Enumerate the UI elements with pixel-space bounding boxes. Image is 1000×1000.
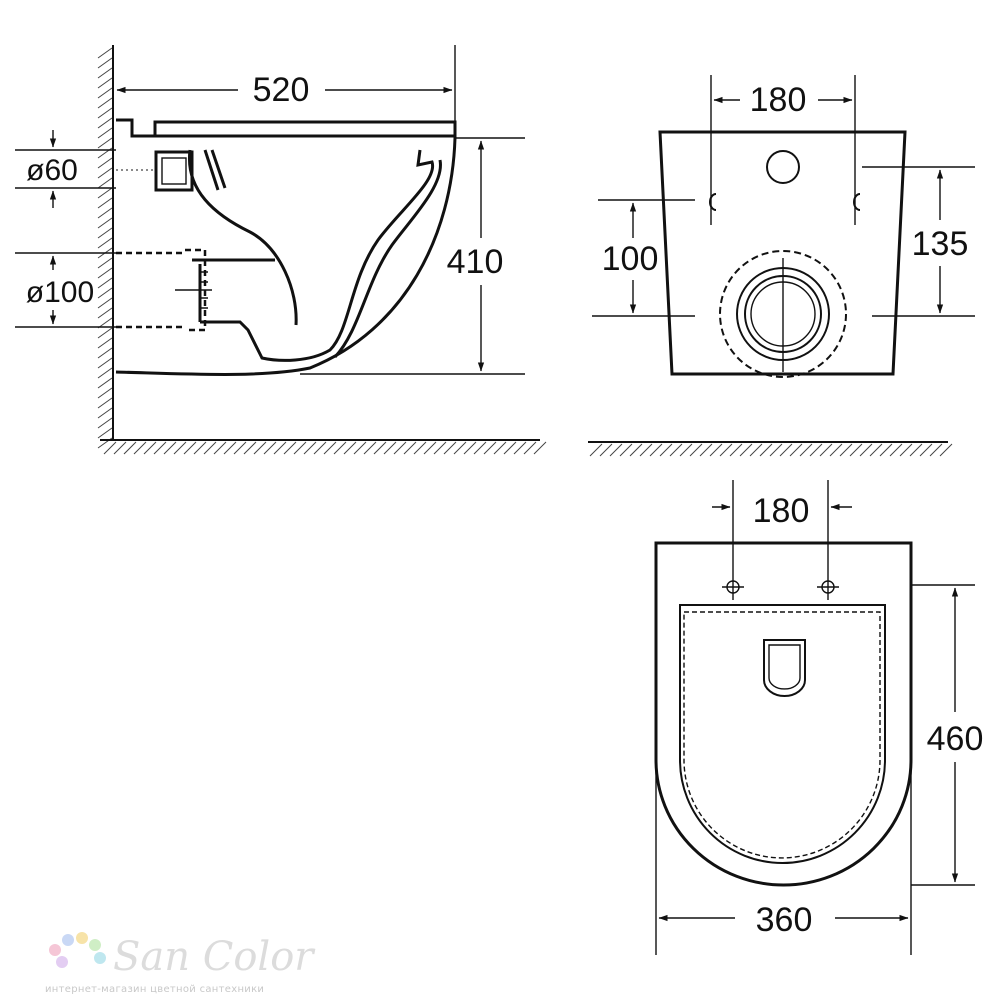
top-view: 180 460 360	[654, 480, 984, 955]
dimension-inlet-60: ø60	[15, 130, 116, 208]
back-view: 180 100 135	[588, 75, 975, 457]
dimension-width-360: 360	[655, 760, 912, 955]
label-width-520: 520	[253, 71, 310, 109]
toilet-top-profile	[654, 480, 913, 887]
watermark-brand: San Color	[113, 934, 316, 980]
floor-hatch	[588, 441, 953, 457]
label-inlet-height-135: 135	[912, 225, 969, 263]
dimension-outlet-100: ø100	[15, 252, 116, 328]
logo-dot	[94, 952, 106, 964]
label-depth-460: 460	[927, 720, 984, 758]
dimension-height-410: 410	[300, 137, 525, 375]
label-top-bolt-spacing-180: 180	[753, 492, 810, 530]
logo-dot	[89, 939, 101, 951]
wall-hatch	[97, 45, 114, 449]
label-inlet-60: ø60	[26, 154, 78, 187]
label-bolt-spacing-180: 180	[750, 81, 807, 119]
dimension-depth-460: 460	[911, 584, 984, 886]
logo-dots	[49, 932, 106, 968]
toilet-back-profile	[658, 75, 907, 378]
dimension-width-520: 520	[116, 45, 456, 122]
logo-dot	[56, 956, 68, 968]
logo-dot	[49, 944, 61, 956]
logo-dot	[76, 932, 88, 944]
label-width-360: 360	[756, 901, 813, 939]
label-outlet-height-100: 100	[602, 240, 659, 278]
watermark-tagline: интернет-магазин цветной сантехники	[45, 984, 264, 995]
dimension-bolt-spacing-180: 180	[713, 81, 853, 119]
dimension-top-bolt-spacing-180: 180	[712, 492, 852, 530]
watermark-logo: San Color интернет-магазин цветной санте…	[45, 932, 316, 995]
dimension-inlet-height-135: 135	[862, 166, 975, 314]
toilet-side-profile	[115, 118, 457, 376]
label-height-410: 410	[447, 243, 504, 281]
logo-dot	[62, 934, 74, 946]
dimension-outlet-height-100: 100	[592, 199, 975, 317]
floor-hatch	[100, 439, 547, 455]
label-outlet-100: ø100	[26, 276, 94, 309]
side-view: 520 410 ø60 ø100	[15, 45, 547, 455]
